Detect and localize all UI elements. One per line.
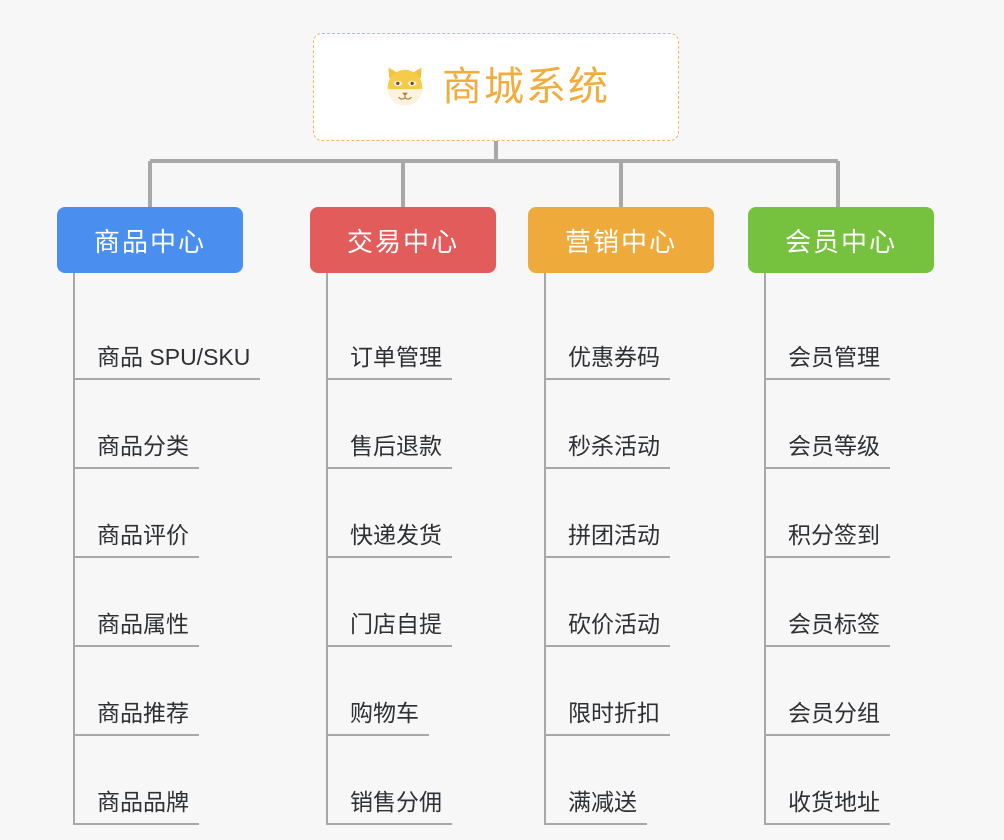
leaf-item[interactable]: 秒杀活动 (544, 380, 758, 469)
leaf-item[interactable]: 会员分组 (764, 647, 978, 736)
leaf-label: 商品推荐 (73, 699, 199, 736)
leaf-item[interactable]: 会员标签 (764, 558, 978, 647)
leaf-label: 满减送 (544, 788, 647, 825)
leaf-item[interactable]: 销售分佣 (326, 736, 540, 825)
leaf-label: 商品品牌 (73, 788, 199, 825)
leaf-label: 商品分类 (73, 432, 199, 469)
branch-trunk-line (764, 273, 766, 825)
leaf-item[interactable]: 砍价活动 (544, 558, 758, 647)
branch-column-product: 商品中心 商品 SPU/SKU 商品分类 商品评价 商品属性 商品推荐 商品品牌 (57, 207, 317, 825)
branch-trunk-line (544, 273, 546, 825)
leaf-label: 商品属性 (73, 610, 199, 647)
leaf-item[interactable]: 购物车 (326, 647, 540, 736)
branch-header-product[interactable]: 商品中心 (57, 207, 243, 273)
branch-column-marketing: 营销中心 优惠券码 秒杀活动 拼团活动 砍价活动 限时折扣 满减送 (528, 207, 758, 825)
branch-items-marketing: 优惠券码 秒杀活动 拼团活动 砍价活动 限时折扣 满减送 (528, 273, 758, 825)
leaf-label: 会员分组 (764, 699, 890, 736)
leaf-item[interactable]: 满减送 (544, 736, 758, 825)
leaf-label: 销售分佣 (326, 788, 452, 825)
leaf-item[interactable]: 商品品牌 (73, 736, 317, 825)
branch-items-member: 会员管理 会员等级 积分签到 会员标签 会员分组 收货地址 (748, 273, 978, 825)
leaf-label: 限时折扣 (544, 699, 670, 736)
branch-items-trade: 订单管理 售后退款 快递发货 门店自提 购物车 销售分佣 (310, 273, 540, 825)
branch-header-member[interactable]: 会员中心 (748, 207, 934, 273)
leaf-label: 会员管理 (764, 343, 890, 380)
leaf-item[interactable]: 商品评价 (73, 469, 317, 558)
branch-header-trade[interactable]: 交易中心 (310, 207, 496, 273)
leaf-item[interactable]: 商品 SPU/SKU (73, 291, 317, 380)
leaf-label: 售后退款 (326, 432, 452, 469)
leaf-item[interactable]: 门店自提 (326, 558, 540, 647)
branch-header-marketing[interactable]: 营销中心 (528, 207, 714, 273)
leaf-item[interactable]: 优惠券码 (544, 291, 758, 380)
leaf-label: 购物车 (326, 699, 429, 736)
leaf-label: 门店自提 (326, 610, 452, 647)
leaf-item[interactable]: 积分签到 (764, 469, 978, 558)
leaf-item[interactable]: 商品推荐 (73, 647, 317, 736)
leaf-label: 会员等级 (764, 432, 890, 469)
leaf-item[interactable]: 会员管理 (764, 291, 978, 380)
root-title: 商城系统 (442, 65, 610, 109)
leaf-label: 砍价活动 (544, 610, 670, 647)
leaf-item[interactable]: 商品分类 (73, 380, 317, 469)
leaf-item[interactable]: 商品属性 (73, 558, 317, 647)
leaf-item[interactable]: 限时折扣 (544, 647, 758, 736)
leaf-item[interactable]: 售后退款 (326, 380, 540, 469)
shiba-dog-icon (387, 67, 423, 106)
leaf-label: 订单管理 (326, 343, 452, 380)
branch-column-member: 会员中心 会员管理 会员等级 积分签到 会员标签 会员分组 收货地址 (748, 207, 978, 825)
leaf-item[interactable]: 订单管理 (326, 291, 540, 380)
branch-trunk-line (73, 273, 75, 825)
leaf-label: 秒杀活动 (544, 432, 670, 469)
leaf-label: 收货地址 (764, 788, 890, 825)
root-node[interactable]: 商城系统 (313, 33, 679, 141)
leaf-item[interactable]: 会员等级 (764, 380, 978, 469)
leaf-label: 商品 SPU/SKU (73, 343, 261, 380)
leaf-item[interactable]: 快递发货 (326, 469, 540, 558)
branch-column-trade: 交易中心 订单管理 售后退款 快递发货 门店自提 购物车 销售分佣 (310, 207, 540, 825)
leaf-label: 商品评价 (73, 521, 199, 558)
leaf-label: 会员标签 (764, 610, 890, 647)
branch-items-product: 商品 SPU/SKU 商品分类 商品评价 商品属性 商品推荐 商品品牌 (57, 273, 317, 825)
leaf-label: 快递发货 (326, 521, 452, 558)
leaf-item[interactable]: 拼团活动 (544, 469, 758, 558)
leaf-item[interactable]: 收货地址 (764, 736, 978, 825)
leaf-label: 积分签到 (764, 521, 890, 558)
branch-trunk-line (326, 273, 328, 825)
leaf-label: 拼团活动 (544, 521, 670, 558)
leaf-label: 优惠券码 (544, 343, 670, 380)
